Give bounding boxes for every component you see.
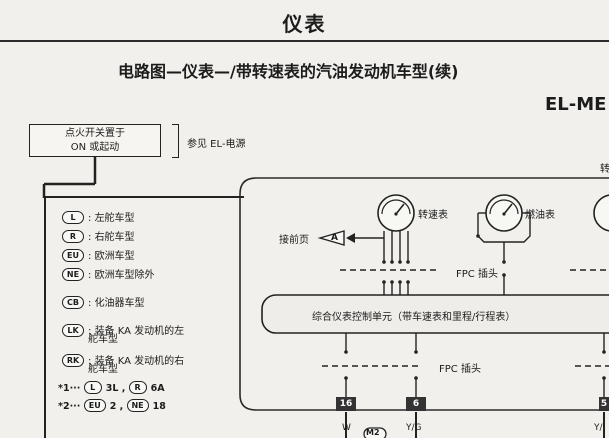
legend-text: 装备 KA 发动机的左 <box>94 326 185 337</box>
connector-pin-16: 16 <box>336 397 356 411</box>
legend-frame <box>44 196 244 438</box>
page-header: 仪表 <box>0 0 609 42</box>
diagram-title: 电路图—仪表—/带转速表的汽油发动机车型(续) <box>118 62 459 81</box>
legend-badge: L <box>62 210 84 224</box>
prev-page-arrow <box>317 230 384 246</box>
wire-color-1: W <box>342 423 351 433</box>
tachometer-label: 转速表 <box>418 210 448 221</box>
ignition-line-2: ON 或起动 <box>70 142 120 153</box>
note-mark: *1··· <box>58 383 81 394</box>
bottom-badge: M2 <box>366 428 380 437</box>
legend-item: NE: 欧洲车型除外 <box>62 266 155 282</box>
tachometer-gauge <box>377 194 415 264</box>
legend-text: 欧洲车型除外 <box>94 270 155 281</box>
ignition-line-1: 点火开关置于 <box>65 128 125 139</box>
note-value: 18 <box>152 401 166 412</box>
control-unit-box <box>261 294 609 334</box>
note-badge: R <box>128 381 147 394</box>
legend-badge: R <box>62 229 84 243</box>
fuel-gauge-label: 燃油表 <box>525 210 555 221</box>
note-value: 6A <box>150 383 165 394</box>
control-unit-label: 综合仪表控制单元（带车速表和里程/行程表） <box>312 312 516 323</box>
fpc-connector-label-2: FPC 插头 <box>439 364 481 375</box>
legend-badge: RK <box>62 353 84 367</box>
legend-badge: NE <box>62 267 84 281</box>
connector-pin-6: 6 <box>406 397 426 411</box>
cluster-outline <box>239 177 609 411</box>
legend-item: EU: 欧洲车型 <box>62 247 135 263</box>
legend-text: 化油器车型 <box>94 298 145 309</box>
prev-page-label: 接前页 <box>279 235 309 246</box>
prev-page-badge: A <box>331 233 338 243</box>
edge-mark: 转 <box>600 164 609 175</box>
legend-text-cont: 舵车型 <box>88 364 118 375</box>
legend-text: 左舵车型 <box>94 213 135 224</box>
legend-text: 装备 KA 发动机的右 <box>94 356 185 367</box>
fpc-connector-label-1: FPC 插头 <box>456 269 498 280</box>
note-value: 2 <box>109 401 117 412</box>
legend-text-cont: 舵车型 <box>88 334 118 345</box>
legend-badge: EU <box>62 248 84 262</box>
legend-item: L: 左舵车型 <box>62 209 135 225</box>
note-badge: NE <box>126 399 149 412</box>
legend-text: 右舵车型 <box>94 232 135 243</box>
legend-item: RK: 装备 KA 发动机的右 <box>62 352 184 368</box>
legend-item: R: 右舵车型 <box>62 228 135 244</box>
legend-item: CB: 化油器车型 <box>62 294 145 310</box>
partial-gauge <box>593 194 609 232</box>
power-reference: 参见 EL-电源 <box>187 139 246 150</box>
note-badge: L <box>83 381 102 394</box>
fuel-gauge <box>476 194 531 264</box>
note-badge: EU <box>83 399 106 412</box>
legend-badge: LK <box>62 323 84 337</box>
wire-color-3: Y/ <box>594 423 603 433</box>
page-title: 仪表 <box>282 12 327 36</box>
legend-text: 欧洲车型 <box>94 251 135 262</box>
reference-bracket <box>172 124 179 158</box>
ignition-switch-box: 点火开关置于 ON 或起动 <box>29 124 161 157</box>
legend-item: LK: 装备 KA 发动机的左 <box>62 322 184 338</box>
connector-pin-5: 5 <box>599 397 609 411</box>
bottom-badge-shape <box>363 427 387 438</box>
note-value: 3L <box>105 383 119 394</box>
note-mark: *2··· <box>58 401 81 412</box>
wire-color-2: Y/G <box>406 423 422 433</box>
legend-badge: CB <box>62 295 84 309</box>
diagram-code: EL-ME <box>545 94 607 115</box>
